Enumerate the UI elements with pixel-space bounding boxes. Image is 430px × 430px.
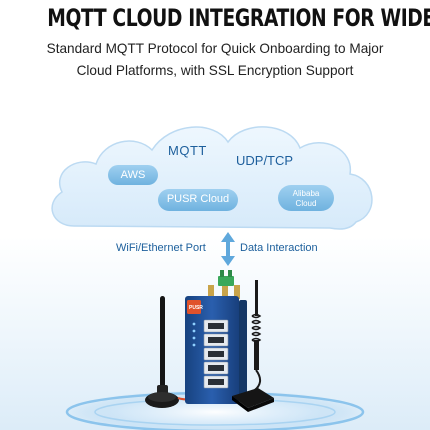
alibaba-cloud-label-line2: Cloud <box>295 199 317 208</box>
pusr-cloud-pill <box>158 189 238 211</box>
subtitle-line-1: Standard MQTT Protocol for Quick Onboard… <box>46 41 384 56</box>
wifi-ethernet-port-label: WiFi/Ethernet Port <box>116 242 206 254</box>
mqtt-protocol-label: MQTT <box>168 143 207 158</box>
alibaba-cloud-pill <box>278 185 334 211</box>
pusr-cloud-label: PUSR Cloud <box>166 193 230 205</box>
page-title: MQTT CLOUD INTEGRATION FOR WIDE ACCESS <box>47 4 430 32</box>
antenna-magnetic-icon <box>145 296 179 408</box>
aws-pill <box>108 165 158 185</box>
data-link-arrow-icon <box>221 232 235 266</box>
alibaba-cloud-label-line1: Alibaba <box>292 189 320 198</box>
alibaba-cloud-label: Alibaba Cloud <box>278 189 334 209</box>
antenna-spring-icon <box>251 280 262 393</box>
data-interaction-label: Data Interaction <box>240 242 318 254</box>
pusr-router-device <box>185 270 247 404</box>
device-brand-logo: PUSR <box>189 305 203 311</box>
udp-tcp-protocol-label: UDP/TCP <box>236 153 294 168</box>
gps-antenna-icon <box>232 388 274 412</box>
subtitle-line-2: Cloud Platforms, with SSL Encryption Sup… <box>76 63 354 78</box>
aws-label: AWS <box>120 169 146 181</box>
cloud-shape <box>51 126 373 230</box>
floor-glow <box>65 390 365 430</box>
